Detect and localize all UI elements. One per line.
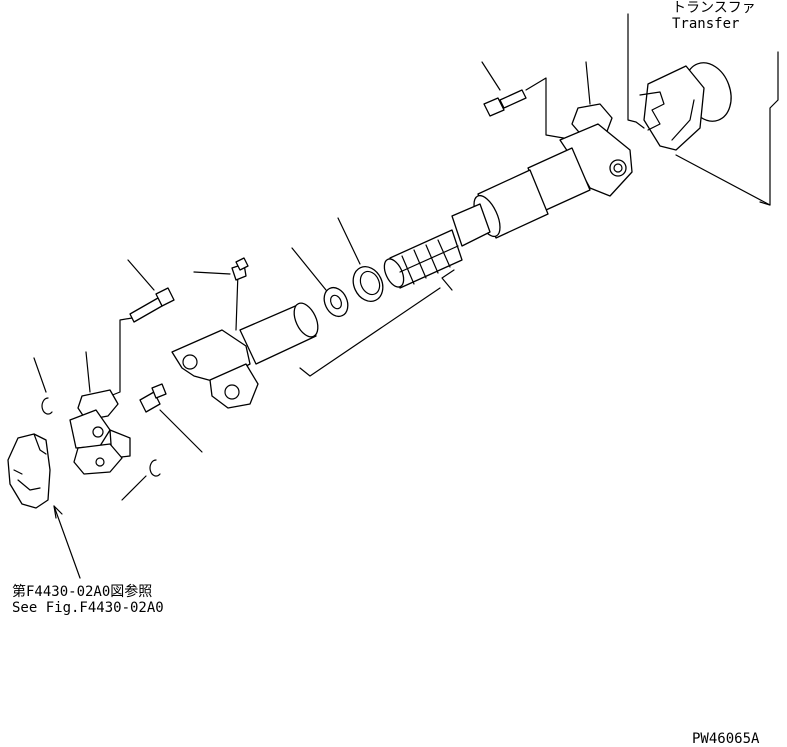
see-figure-en: See Fig.F4430-02A0 (12, 600, 164, 616)
see-figure-jp: 第F4430-02A0図参照 (12, 584, 153, 600)
universal-joint-cross (69, 351, 131, 475)
washer (291, 247, 349, 318)
snap-ring-left (33, 357, 53, 415)
seal-ring (337, 217, 384, 303)
rear-yoke (559, 61, 633, 197)
front-coupling (7, 433, 81, 579)
transfer-label-en: Transfer (672, 16, 740, 32)
bolt-top (481, 61, 576, 141)
rear-tube (451, 147, 591, 247)
grease-nipple-upper (193, 257, 249, 281)
see-figure-reference: 第F4430-02A0図参照 See Fig.F4430-02A0 (12, 584, 164, 616)
snap-ring-right (121, 459, 161, 501)
bolt-middle (109, 259, 175, 397)
drawing-code: PW46065A (692, 731, 760, 747)
transfer-label: トランスファ Transfer (672, 0, 756, 32)
grease-nipple-lower (139, 383, 203, 453)
transfer-coupling-flange (639, 62, 732, 151)
splined-shaft (299, 229, 463, 377)
transfer-label-jp: トランスファ (672, 0, 756, 16)
transfer-housing (627, 13, 779, 206)
front-slip-yoke (171, 271, 319, 409)
